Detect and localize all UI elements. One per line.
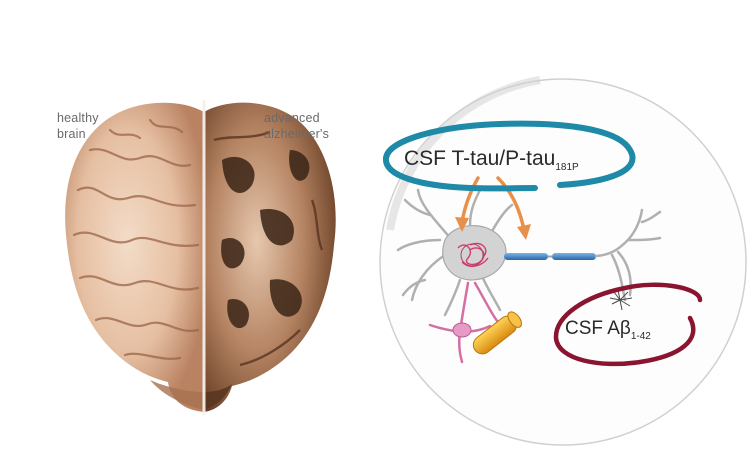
alzheimers-brain-half — [204, 102, 336, 412]
csf-tau-subscript: 181P — [555, 162, 579, 173]
amyloid-marker-ring — [553, 282, 703, 367]
neuron-illustration — [396, 176, 662, 364]
tau-marker-ring — [383, 120, 636, 192]
blood-vessel — [472, 311, 522, 355]
diagram-circle-background — [379, 78, 747, 446]
axon — [504, 253, 596, 260]
alzheimers-label-line-1: advanced — [264, 111, 320, 125]
brain-midline-divider — [202, 100, 206, 415]
csf-amyloid-marker-label: CSF Aβ1-42 — [565, 318, 651, 342]
synaptic-terminal — [609, 289, 633, 311]
csf-tau-text: CSF T-tau/P-tau — [404, 147, 556, 170]
healthy-label-line-1: healthy — [57, 111, 99, 125]
csf-tau-marker-label: CSF T-tau/P-tau181P — [404, 147, 579, 173]
healthy-brain-half — [65, 102, 204, 412]
cell-nucleus — [460, 243, 484, 267]
brain-cross-section — [65, 100, 336, 415]
arrow-heads — [455, 217, 531, 240]
pink-cell-body — [452, 322, 472, 338]
axon-terminal-branches — [594, 208, 662, 302]
neuron-soma — [442, 225, 507, 281]
csf-amyloid-subscript: 1-42 — [630, 331, 651, 342]
alzheimers-label-line-2: alzheimer's — [264, 127, 330, 141]
healthy-label-line-2: brain — [57, 127, 86, 141]
csf-amyloid-text: CSF Aβ — [565, 318, 631, 339]
healthy-brain-label: healthy brain — [57, 110, 137, 142]
alzheimers-brain-label: advanced alzheimer's — [264, 110, 354, 142]
